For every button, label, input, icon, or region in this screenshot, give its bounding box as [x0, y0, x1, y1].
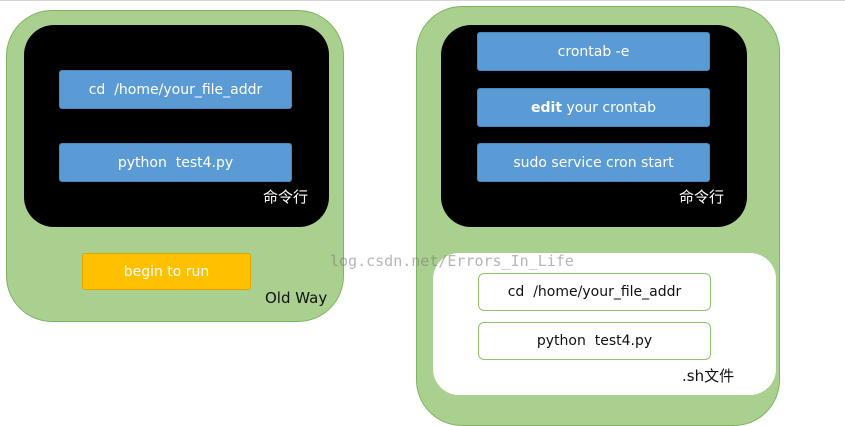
edit-bold-word: edit	[531, 99, 563, 116]
sh-python-command: python test4.py	[478, 322, 711, 360]
sh-file-label: .sh文件	[682, 367, 735, 385]
left-python-command: python test4.py	[59, 143, 292, 182]
left-cd-command: cd /home/your_file_addr	[59, 70, 292, 109]
edit-crontab-command: edit your crontab	[477, 88, 710, 127]
watermark-text: log.csdn.net/Errors_In_Life	[330, 252, 574, 270]
sh-cd-command: cd /home/your_file_addr	[478, 273, 711, 311]
left-terminal-box	[24, 25, 329, 227]
old-way-label: Old Way	[265, 289, 328, 307]
top-border-line	[0, 0, 845, 1]
right-terminal-label: 命令行	[679, 188, 725, 206]
edit-rest-text: your crontab	[562, 99, 656, 116]
service-start-command: sudo service cron start	[477, 143, 710, 182]
crontab-command: crontab -e	[477, 32, 710, 71]
begin-to-run-button[interactable]: begin to run	[82, 253, 251, 290]
left-terminal-label: 命令行	[263, 188, 309, 206]
